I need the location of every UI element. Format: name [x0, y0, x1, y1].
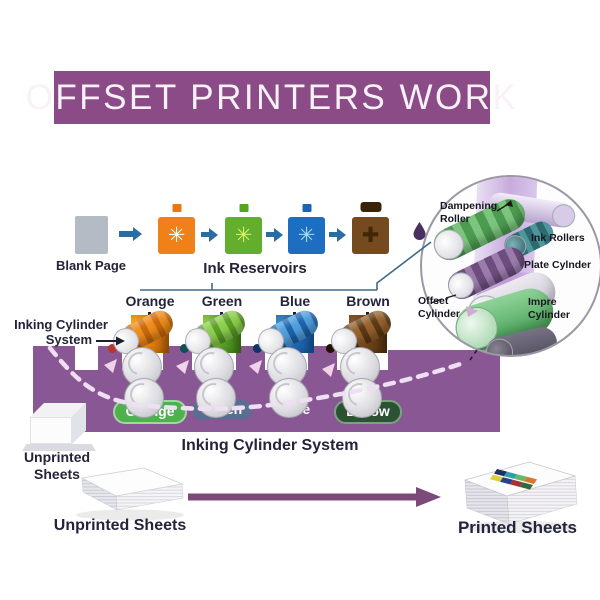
process-arrow-head [416, 487, 441, 507]
unprinted-sheets-label: Unprinted Sheets [53, 517, 187, 534]
blank-page-icon [75, 216, 108, 254]
reservoir-glyph-icon: ✚ [361, 223, 380, 247]
blank-page-label: Blank Page [55, 258, 127, 273]
inking-system-callout-line2: System [45, 332, 92, 347]
roller [196, 378, 236, 418]
impression-cylinder-label: Impre Cylinder [528, 296, 571, 321]
page-title: OFFSET PRINTERS WORK [25, 77, 519, 117]
unit-label: Blue [279, 293, 311, 309]
inking-base-tab [33, 346, 75, 386]
ink-reservoir-brown: ✚ [352, 202, 389, 254]
flow-arrow-icon [201, 232, 209, 237]
printed-sheets-label: Printed Sheets [457, 518, 578, 537]
reservoir-cap [302, 204, 311, 212]
flow-arrow-icon [119, 231, 133, 237]
title-banner: OFFSET PRINTERS WORK [26, 71, 516, 124]
ink-reservoir-blue: ✳ [288, 204, 325, 254]
paper-box-tray [22, 444, 96, 451]
reservoir-glyph-icon: ✳ [297, 223, 316, 247]
cylinder-face [428, 224, 469, 265]
ink-reservoir-orange: ✳ [158, 204, 195, 254]
paper-box-side [72, 403, 86, 444]
reservoir-glyph-icon: ✳ [234, 223, 253, 247]
magnifier-circle: Dampening Roller Ink Rollers Plate Cylnd… [413, 175, 600, 357]
paper-box-label: Unprinted Sheets [23, 449, 91, 482]
reservoir-glyph-icon: ✳ [167, 223, 186, 247]
roller [124, 378, 164, 418]
reservoir-cap [360, 202, 381, 212]
ink-reservoirs-label: Ink Reservoirs [203, 260, 307, 277]
ink-reservoir-green: ✳ [225, 204, 262, 254]
inking-unit-brown: Brown Broow [323, 293, 413, 438]
roller [269, 378, 309, 418]
water-drop-icon [413, 222, 426, 240]
reservoir-cap [239, 204, 248, 212]
unprinted-sheets-stack [76, 467, 184, 521]
dampening-roller-label: Dampening Roller [440, 200, 498, 225]
flow-arrow-icon [329, 232, 337, 237]
paper-box [16, 400, 100, 456]
roller [342, 378, 382, 418]
reservoir-cap [172, 204, 181, 212]
paper-box-front [30, 417, 72, 444]
unit-label: Brown [346, 293, 390, 309]
ink-rollers-label: Ink Rollers [531, 232, 585, 244]
unit-label: Orange [125, 293, 175, 309]
printed-sheets-stack [461, 461, 578, 533]
inking-system-callout-line1: Inking Cylinder [14, 317, 108, 332]
inking-system-label: Inking Cylinder System [181, 437, 359, 454]
unit-label: Green [201, 293, 243, 309]
cylinder-face [550, 202, 577, 229]
offset-cylinder-label: Offset Cylinder [418, 295, 461, 320]
flow-arrow-icon [266, 232, 274, 237]
plate-cylinder-label: Plate Cylnder [524, 259, 592, 271]
